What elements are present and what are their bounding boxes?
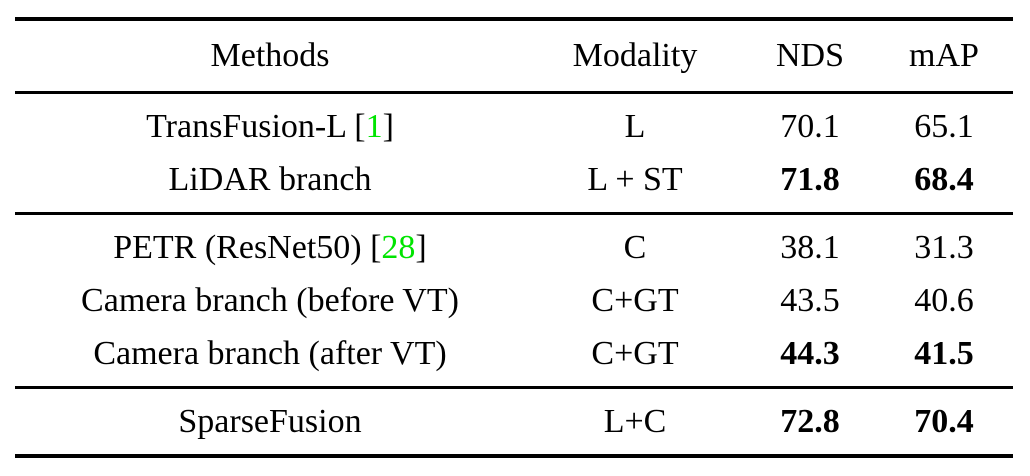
modality-cell: L+C	[603, 402, 667, 440]
modality-cell: L	[624, 107, 646, 145]
table-row: Camera branch (before VT) C+GT 43.5 40.6	[15, 274, 1013, 327]
table-section: SparseFusion L+C 72.8 70.4	[15, 389, 1013, 454]
nds-value: 70.1	[780, 107, 840, 145]
header-map: mAP	[909, 37, 979, 74]
map-value: 70.4	[914, 402, 974, 440]
citation-open-bracket: [	[361, 228, 382, 266]
table-header-rule	[15, 91, 1013, 94]
table-bottom-rule	[15, 454, 1013, 458]
citation-number: 28	[381, 228, 416, 266]
method-cell: PETR (ResNet50) [28]	[15, 228, 525, 266]
nds-value: 71.8	[780, 160, 840, 198]
method-name: SparseFusion	[178, 402, 362, 440]
nds-value: 72.8	[780, 402, 840, 440]
results-table: Methods Modality NDS mAP TransFusion-L […	[15, 17, 1013, 458]
table-row: TransFusion-L [1] L 70.1 65.1	[15, 100, 1013, 153]
citation-number: 1	[365, 107, 383, 145]
method-cell: TransFusion-L [1]	[15, 107, 525, 145]
table-row: LiDAR branch L + ST 71.8 68.4	[15, 153, 1013, 206]
citation-open-bracket: [	[345, 107, 366, 145]
method-cell: SparseFusion	[15, 402, 525, 440]
citation-link[interactable]: [28]	[362, 229, 427, 266]
method-name: Camera branch (before VT)	[81, 281, 459, 319]
method-name: TransFusion-L	[146, 107, 346, 145]
header-methods: Methods	[210, 37, 330, 74]
method-cell: Camera branch (before VT)	[15, 281, 525, 319]
header-modality: Modality	[572, 37, 698, 74]
method-cell: LiDAR branch	[15, 160, 525, 198]
modality-cell: L + ST	[587, 160, 683, 198]
method-name: PETR (ResNet50)	[113, 228, 362, 266]
nds-value: 43.5	[780, 281, 840, 319]
nds-value: 38.1	[780, 228, 840, 266]
table-mid-rule	[15, 386, 1013, 389]
citation-close-bracket: ]	[415, 228, 427, 266]
nds-value: 44.3	[780, 334, 840, 372]
method-cell: Camera branch (after VT)	[15, 334, 525, 372]
header-nds: NDS	[775, 37, 845, 74]
map-value: 68.4	[914, 160, 974, 198]
modality-cell: C+GT	[591, 334, 679, 372]
modality-cell: C+GT	[591, 281, 679, 319]
citation-close-bracket: ]	[382, 107, 394, 145]
modality-cell: C	[623, 228, 647, 266]
map-value: 31.3	[914, 228, 974, 266]
table-header-row: Methods Modality NDS mAP	[15, 21, 1013, 91]
table-mid-rule	[15, 212, 1013, 215]
table-row: Camera branch (after VT) C+GT 44.3 41.5	[15, 327, 1013, 380]
method-name: Camera branch (after VT)	[93, 334, 447, 372]
table-row: PETR (ResNet50) [28] C 38.1 31.3	[15, 221, 1013, 274]
citation-link[interactable]: [1]	[346, 108, 394, 145]
map-value: 65.1	[914, 107, 974, 145]
table-top-rule	[15, 17, 1013, 21]
method-name: LiDAR branch	[168, 160, 372, 198]
map-value: 41.5	[914, 334, 974, 372]
table-row: SparseFusion L+C 72.8 70.4	[15, 395, 1013, 448]
map-value: 40.6	[914, 281, 974, 319]
